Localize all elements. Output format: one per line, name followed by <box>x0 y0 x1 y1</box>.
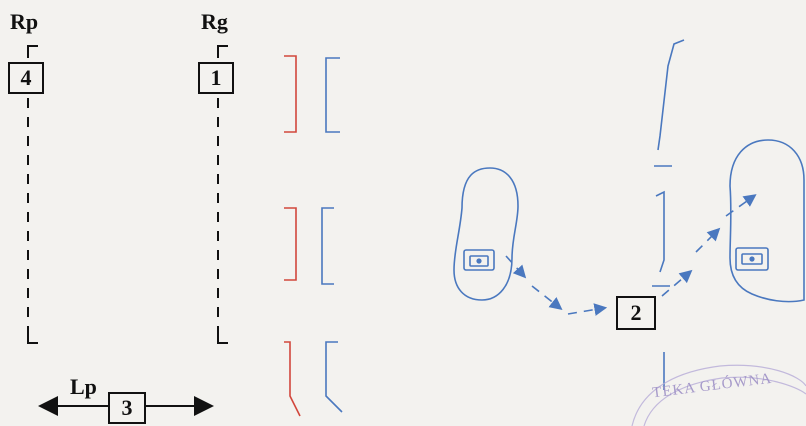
lane-rp-top-bracket <box>27 45 38 58</box>
box-4: 4 <box>8 62 44 94</box>
blue-bracket-2 <box>321 207 334 285</box>
shape-left-outline <box>453 167 519 301</box>
right-wall-mid <box>655 190 665 273</box>
box-3: 3 <box>108 392 146 424</box>
lane-rg-bottom-bracket <box>217 330 228 344</box>
red-bracket-2 <box>284 207 297 281</box>
lane-rg <box>217 45 228 344</box>
red-bracket-1 <box>284 55 297 133</box>
right-wall <box>652 39 685 390</box>
shape-right <box>729 139 805 303</box>
path-segment-3 <box>567 303 608 316</box>
shape-left-marker-dot <box>476 258 482 264</box>
path-segment-2 <box>531 285 563 310</box>
lane-rp <box>27 45 38 344</box>
lane-rp-bottom-bracket <box>27 330 38 344</box>
shape-right-marker-inner <box>741 253 763 265</box>
red-brackets <box>284 55 301 417</box>
path-segment-6 <box>725 194 757 217</box>
blue-bracket-1 <box>325 57 340 133</box>
shape-left-marker-outer <box>463 249 495 271</box>
label-rp: Rp <box>10 9 39 34</box>
shape-right-outline <box>729 139 805 303</box>
blue-bracket-3 <box>325 341 343 413</box>
shape-right-marker-outer <box>735 247 769 271</box>
path-segment-1 <box>505 255 527 279</box>
box-1: 1 <box>198 62 234 94</box>
label-rg: Rg <box>201 9 228 34</box>
shape-left-marker-inner <box>469 255 489 267</box>
shape-right-marker-dot <box>749 256 755 262</box>
right-wall-upper <box>657 39 685 151</box>
movement-path <box>505 194 757 316</box>
blue-brackets <box>321 57 343 413</box>
lane-rg-top-bracket <box>217 45 228 58</box>
red-bracket-3 <box>284 341 301 417</box>
label-lp: Lp <box>70 374 97 399</box>
stamp-circle <box>631 364 806 426</box>
box-2: 2 <box>616 296 656 330</box>
path-segment-5 <box>695 227 721 253</box>
path-segment-4 <box>661 269 693 297</box>
shape-left <box>453 167 519 301</box>
